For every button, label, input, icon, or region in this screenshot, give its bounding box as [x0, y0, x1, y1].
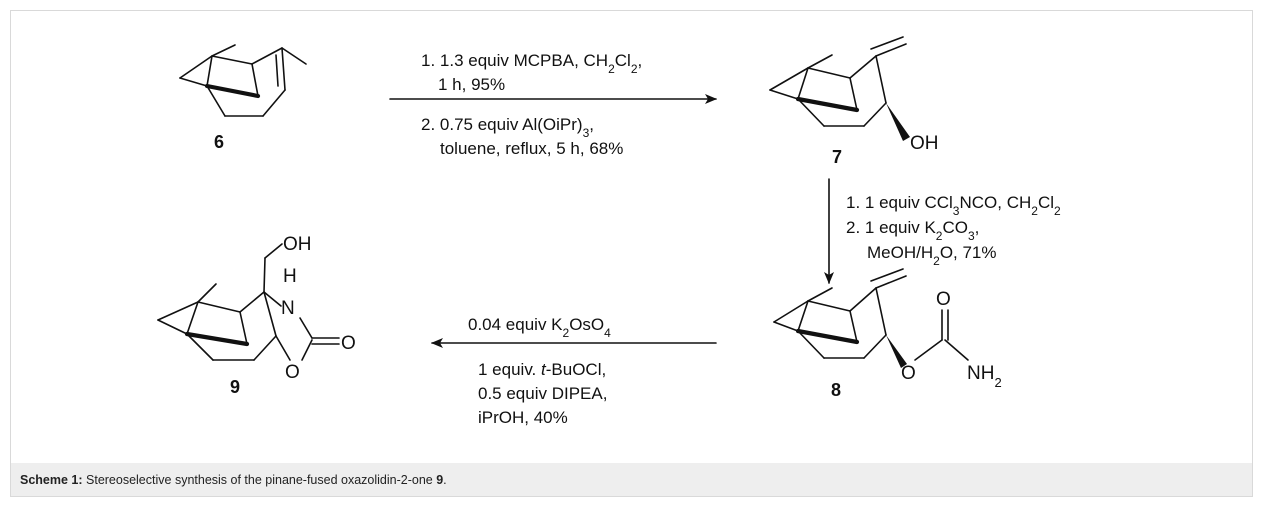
compound-8-carbonyl-o: O: [936, 289, 951, 310]
caption-text: Stereoselective synthesis of the pinane-…: [82, 473, 437, 487]
compound-9-h: H: [283, 266, 297, 287]
svg-text:1. 1.3 equiv MCPBA, CH2Cl2,: 1. 1.3 equiv MCPBA, CH2Cl2,: [421, 51, 642, 76]
svg-text:toluene, reflux, 5 h, 68%: toluene, reflux, 5 h, 68%: [440, 139, 623, 158]
svg-text:1. 1 equiv CCl3NCO, CH2Cl2: 1. 1 equiv CCl3NCO, CH2Cl2: [846, 193, 1061, 218]
compound-8-nh2: NH2: [967, 363, 1002, 390]
caption-bar: Scheme 1: Stereoselective synthesis of t…: [11, 463, 1252, 496]
svg-text:2. 0.75 equiv Al(OiPr)3,: 2. 0.75 equiv Al(OiPr)3,: [421, 115, 594, 140]
step2-conditions: 1. 1 equiv CCl3NCO, CH2Cl2 2. 1 equiv K2…: [846, 193, 1061, 268]
step3-conditions: 0.04 equiv K2OsO4 1 equiv. t-BuOCl, 0.5 …: [468, 315, 611, 427]
compound-9-structure: [157, 243, 340, 361]
svg-text:iPrOH, 40%: iPrOH, 40%: [478, 408, 568, 427]
scheme-caption: Scheme 1: Stereoselective synthesis of t…: [20, 473, 447, 487]
compound-9-ring-o: O: [285, 362, 300, 383]
svg-text:1 h, 95%: 1 h, 95%: [438, 75, 505, 94]
caption-compound-number: 9: [436, 473, 444, 487]
caption-end: .: [443, 473, 447, 487]
compound-7-oh: OH: [910, 133, 939, 154]
svg-text:1 equiv. t-BuOCl,: 1 equiv. t-BuOCl,: [478, 360, 606, 379]
compound-8-label: 8: [831, 380, 841, 400]
compound-6-label: 6: [214, 132, 224, 152]
svg-text:2. 1 equiv K2CO3,: 2. 1 equiv K2CO3,: [846, 218, 979, 243]
compound-7-label: 7: [832, 147, 842, 167]
step1-conditions: 1. 1.3 equiv MCPBA, CH2Cl2, 1 h, 95% 2. …: [421, 51, 642, 158]
compound-8-structure: [773, 268, 969, 368]
compound-8-ester-o: O: [901, 363, 916, 384]
svg-text:0.04 equiv K2OsO4: 0.04 equiv K2OsO4: [468, 315, 611, 340]
svg-text:0.5 equiv DIPEA,: 0.5 equiv DIPEA,: [478, 384, 607, 403]
caption-prefix: Scheme 1:: [20, 473, 83, 487]
compound-9-n: N: [281, 298, 295, 319]
compound-9-carbonyl-o: O: [341, 333, 356, 354]
compound-9-label: 9: [230, 377, 240, 397]
scheme-frame: [10, 10, 1253, 497]
svg-text:MeOH/H2O, 71%: MeOH/H2O, 71%: [867, 243, 997, 268]
compound-6-structure: [179, 44, 307, 117]
compound-9-oh: OH: [283, 234, 312, 255]
compound-7-structure: [769, 36, 910, 141]
